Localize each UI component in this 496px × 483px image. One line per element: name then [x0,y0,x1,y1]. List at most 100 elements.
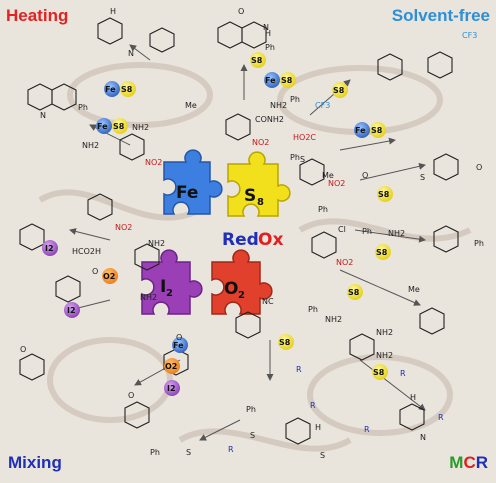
label-nh2-8: NH2 [270,101,287,110]
label-ph-4: Ph [290,95,300,104]
puzzle-o2: O 2 [211,249,273,315]
substituent-labels: NH2 NO2 CONH2 NO2 NO2 NO2 NO2 CF3 CF3 HO… [20,7,484,460]
svg-text:S8: S8 [251,56,263,65]
label-nh2-9: NH2 [388,229,405,238]
badge-s8-10: S8 [372,364,388,380]
badge-s8-7: S8 [377,186,393,202]
heating-label: Heating [6,6,69,25]
badge-fe-1: Fe [104,81,120,97]
label-no2-2: NO2 [252,138,269,147]
label-r-1: R [438,413,444,422]
puzzle-fe: Fe [163,149,223,215]
label-no2-3: NO2 [328,179,345,188]
label-cl: Cl [338,225,346,234]
label-ho2c: HO2C [293,133,316,142]
label-ph-2: Ph [265,43,275,52]
label-no2-5: NO2 [115,223,132,232]
aminopyrimidine-ring [134,243,160,271]
puzzle-i-label: I [160,277,166,297]
redox-red-text: Red [222,230,259,250]
badge-i2-2: I2 [64,302,80,318]
quinazolinone-ring-b [241,21,267,49]
label-n-4: N [420,433,426,442]
svg-text:S8: S8 [281,76,293,85]
label-cf3-2: CF3 [315,101,330,110]
mcr-c: C [463,453,476,472]
svg-text:Fe: Fe [105,85,116,94]
badge-s8-11: S8 [278,334,294,350]
label-nh2-5: NH2 [148,239,165,248]
svg-text:Fe: Fe [173,341,184,350]
svg-text:O2: O2 [165,362,177,371]
puzzle-fe-label: Fe [176,183,198,203]
puzzle-i2: I 2 [141,249,203,315]
label-nh2-3: NH2 [376,328,393,337]
label-ph-7: Ph [362,227,372,236]
label-o-1: O [476,163,482,172]
cyclohexenone-fused-ring [19,353,45,381]
label-r-6: R [400,369,406,378]
svg-text:S8: S8 [121,85,133,94]
label-ph-8: Ph [246,405,256,414]
pyridinyl-benzothiazole-ring [419,307,445,335]
label-no2-1: NO2 [145,158,162,167]
label-nh2-2: NH2 [140,293,157,302]
label-h-4: H [265,29,271,38]
label-ph-9: Ph [150,448,160,457]
svg-text:O2: O2 [103,272,115,281]
background-artwork [38,62,472,452]
badge-fe-5: Fe [172,337,188,353]
label-nh2-7: NH2 [82,141,99,150]
cyclohexanedione-ring [55,275,81,303]
benzothiazole-ring-right [433,153,459,181]
benzimidazole-top-left [97,17,123,45]
label-ph-6: Ph [308,305,318,314]
svg-text:S8: S8 [333,86,345,95]
svg-text:Fe: Fe [265,76,276,85]
label-s-4: S [420,173,425,182]
quinoxaline-ring-a [27,83,53,111]
benzothiazole-ring-top [377,53,403,81]
svg-text:S8: S8 [371,126,383,135]
label-s-3: S [186,448,191,457]
label-conh2: CONH2 [255,115,284,124]
label-h-3: H [315,423,321,432]
aminobenzamide-ring [225,113,251,141]
nitroaniline-ring [119,133,145,161]
label-nh2: NH2 [132,123,149,132]
label-ph-5: Ph [318,205,328,214]
badge-s8-4: S8 [280,72,296,88]
label-nc: NC [262,297,274,306]
label-cf3-1: CF3 [462,31,477,40]
label-s-5: S [300,155,305,164]
mixing-label: Mixing [8,453,62,472]
label-h-2: H [410,393,416,402]
puzzle-s8: S 8 [227,151,291,217]
label-o-2: O [238,7,244,16]
label-nh2-4: NH2 [376,351,393,360]
badge-o2-2: O2 [164,358,180,374]
svg-text:Fe: Fe [355,126,366,135]
svg-text:S8: S8 [378,190,390,199]
label-ph-1: Ph [78,103,88,112]
diamine-ring [349,333,375,361]
nitrothiophenol-ring [299,158,325,186]
svg-text:S8: S8 [376,248,388,257]
label-n-2: N [128,49,134,58]
puzzle-o-label: O [224,279,238,299]
svg-text:I2: I2 [167,384,176,393]
label-r-4: R [310,401,316,410]
mcr-m: M [449,453,464,472]
label-o-4: O [20,345,26,354]
badge-s8-6: S8 [370,122,386,138]
solvent-free-label: Solvent-free [391,6,490,25]
label-h-1: H [110,7,116,16]
quinazolinone-ring-a [217,21,243,49]
svg-text:S8: S8 [113,122,125,131]
phenylbenzothiazole-ring [433,225,459,253]
label-o-7: O [176,333,182,342]
label-me-2: Me [408,285,420,294]
label-me-1: Me [185,101,197,110]
